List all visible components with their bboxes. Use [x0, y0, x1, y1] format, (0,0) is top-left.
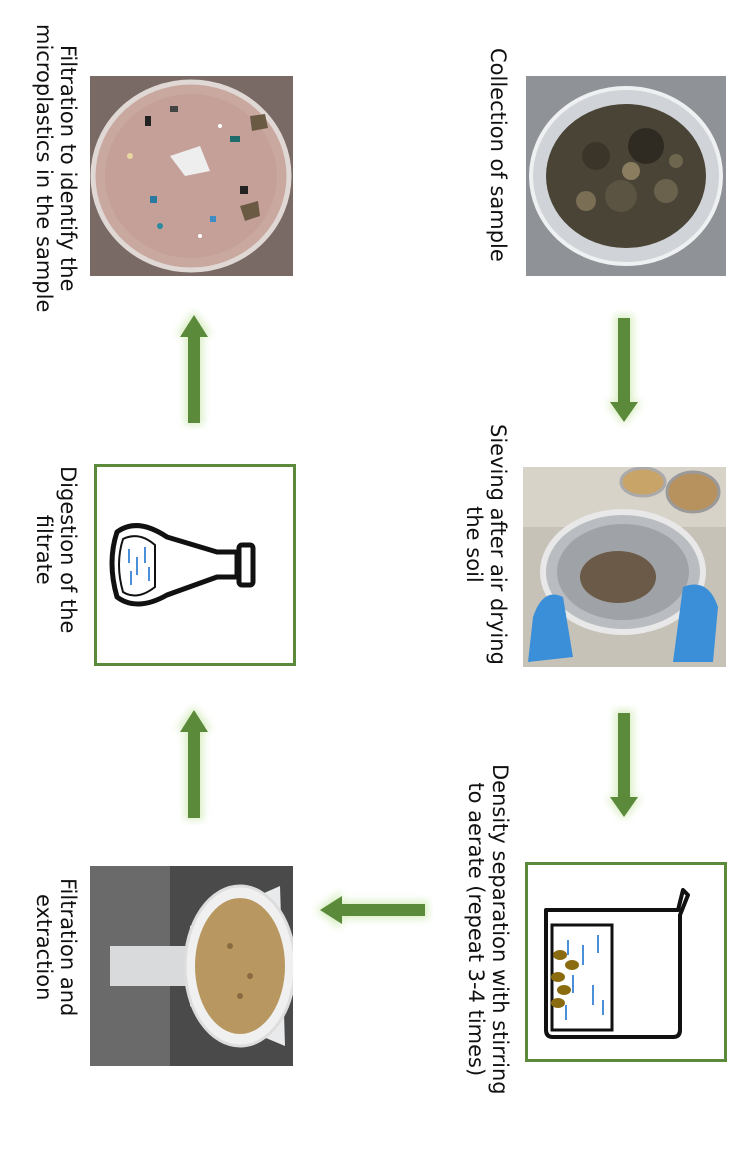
- digestion-flask-box: [94, 464, 296, 666]
- arrow-up-2: [170, 305, 218, 430]
- collection-photo: [526, 76, 726, 276]
- collection-label: Collection of sample: [486, 48, 510, 262]
- arrow-down-1: [600, 310, 648, 430]
- arrow-up-1: [170, 700, 218, 825]
- digestion-label: Digestion of the filtrate: [32, 466, 80, 634]
- density-beaker-box: [525, 862, 727, 1062]
- filtration-identify-label: Filtration to identify the microplastics…: [32, 24, 80, 313]
- sieving-label: Sieving after air drying the soil: [462, 424, 510, 665]
- arrow-down-2: [600, 705, 648, 825]
- microplastics-photo: [90, 76, 293, 276]
- arrow-left: [308, 885, 433, 935]
- density-label: Density separation with stirring to aera…: [464, 764, 512, 1095]
- filtration-extraction-photo: [90, 866, 293, 1066]
- filtration-extraction-label: Filtration and extraction: [32, 878, 80, 1017]
- sieving-photo: [523, 467, 726, 667]
